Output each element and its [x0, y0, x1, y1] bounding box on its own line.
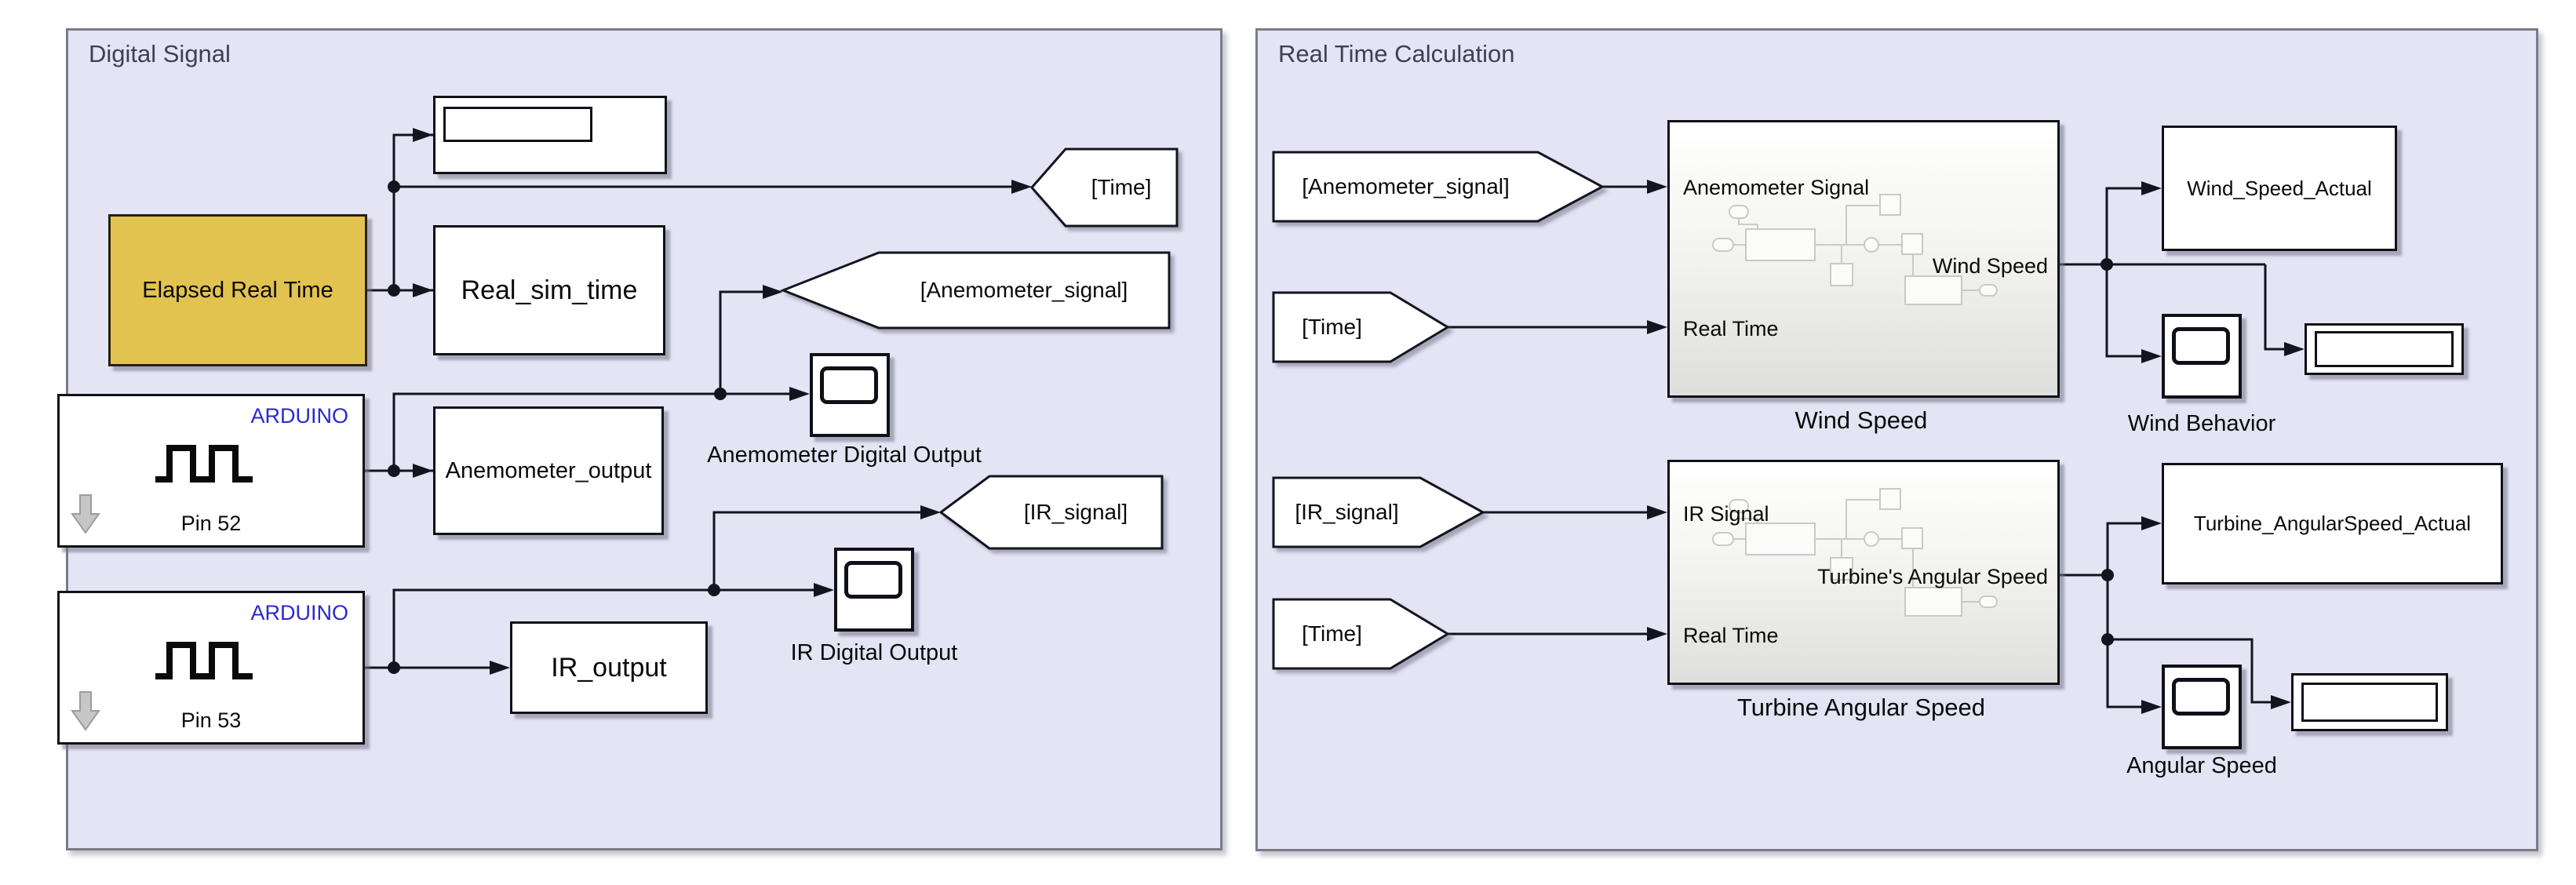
- ir-output-label: IR_output: [551, 652, 667, 683]
- wind-behavior-scope-block[interactable]: [2162, 314, 2242, 399]
- from-tag-anemometer-signal-label: [Anemometer_signal]: [1302, 174, 1510, 198]
- goto-tag-ir-signal-label: [IR_signal]: [1023, 500, 1128, 524]
- arduino-pin53-block[interactable]: ARDUINO Pin 53: [57, 591, 365, 745]
- elapsed-real-time-block[interactable]: Elapsed Real Time: [108, 214, 367, 366]
- ir-scope-block[interactable]: [834, 548, 914, 632]
- turbine-angularspeed-actual-label: Turbine_AngularSpeed_Actual: [2193, 512, 2472, 535]
- wind-speed-subsystem-caption: Wind Speed: [1794, 406, 1928, 434]
- goto-tag-anemometer-signal-label: [Anemometer_signal]: [920, 278, 1128, 302]
- angular-speed-scope-block[interactable]: [2162, 665, 2242, 749]
- goto-tag-time-label: [Time]: [1091, 175, 1152, 199]
- subsystem-preview-thumbnail: [1712, 488, 1998, 617]
- real-sim-time-label: Real_sim_time: [461, 275, 638, 305]
- wind-speed-display-block[interactable]: [2305, 323, 2464, 375]
- turbine-subsystem-outport-angularspeed: Turbine's Angular Speed: [1817, 565, 2048, 588]
- real-sim-time-block[interactable]: Real_sim_time: [433, 225, 665, 355]
- angular-speed-display-block[interactable]: [2291, 673, 2448, 731]
- turbine-subsystem-inport-realtime: Real Time: [1683, 624, 1779, 647]
- from-tag-ir-signal[interactable]: [IR_signal]: [1270, 474, 1488, 551]
- pulse-wave-icon: [155, 642, 253, 679]
- arduino-brand-label: ARDUINO: [250, 601, 348, 625]
- pulse-wave-icon: [155, 445, 253, 483]
- goto-tag-anemometer-signal[interactable]: [Anemometer_signal]: [779, 249, 1173, 332]
- ir-scope-caption: IR Digital Output: [790, 640, 958, 665]
- turbine-angular-speed-subsystem[interactable]: IR Signal Real Time Turbine's Angular Sp…: [1667, 460, 2060, 685]
- from-tag-time-1-label: [Time]: [1302, 315, 1362, 339]
- pin52-label: Pin 52: [180, 512, 242, 535]
- display-value-field: [2315, 331, 2454, 367]
- arduino-brand-label: ARDUINO: [250, 404, 348, 428]
- from-tag-time-1[interactable]: [Time]: [1270, 289, 1452, 366]
- real-time-calculation-title: Real Time Calculation: [1278, 40, 1515, 67]
- goto-tag-time[interactable]: [Time]: [1028, 145, 1182, 230]
- wind-subsystem-inport-realtime: Real Time: [1683, 317, 1779, 341]
- scope-screen-icon: [2172, 678, 2230, 716]
- display-value-field: [2301, 683, 2438, 722]
- turbine-angularspeed-actual-block[interactable]: Turbine_AngularSpeed_Actual: [2162, 463, 2503, 585]
- turbine-subsystem-inport-ir: IR Signal: [1683, 502, 1769, 526]
- wind-speed-actual-block[interactable]: Wind_Speed_Actual: [2162, 126, 2397, 251]
- from-tag-anemometer-signal[interactable]: [Anemometer_signal]: [1270, 148, 1607, 225]
- subsystem-preview-thumbnail: [1712, 194, 1998, 305]
- from-tag-time-2[interactable]: [Time]: [1270, 595, 1452, 672]
- wind-behavior-scope-caption: Wind Behavior: [2127, 411, 2276, 436]
- scope-screen-icon: [844, 561, 902, 599]
- scope-screen-icon: [820, 366, 878, 404]
- wind-subsystem-inport-anemometer: Anemometer Signal: [1683, 176, 1870, 199]
- angular-speed-scope-caption: Angular Speed: [2126, 753, 2277, 778]
- turbine-subsystem-caption: Turbine Angular Speed: [1737, 694, 1985, 721]
- goto-tag-ir-signal[interactable]: [IR_signal]: [937, 472, 1166, 552]
- wind-subsystem-outport-windspeed: Wind Speed: [1932, 254, 2048, 278]
- wind-speed-subsystem[interactable]: Anemometer Signal Real Time Wind Speed: [1667, 120, 2060, 398]
- anemometer-scope-caption: Anemometer Digital Output: [707, 442, 982, 468]
- display-value-field: [443, 107, 592, 142]
- elapsed-real-time-label: Elapsed Real Time: [142, 277, 333, 303]
- download-arrow-icon: [71, 691, 100, 731]
- from-tag-ir-signal-label: [IR_signal]: [1295, 500, 1399, 524]
- arduino-pin52-block[interactable]: ARDUINO Pin 52: [57, 394, 365, 548]
- anemometer-scope-block[interactable]: [810, 353, 890, 437]
- pin53-label: Pin 53: [180, 708, 242, 732]
- ir-output-block[interactable]: IR_output: [510, 621, 708, 714]
- wind-speed-actual-label: Wind_Speed_Actual: [2187, 176, 2372, 200]
- anemometer-output-label: Anemometer_output: [445, 457, 652, 483]
- download-arrow-icon: [71, 494, 100, 534]
- anemometer-output-block[interactable]: Anemometer_output: [433, 406, 664, 535]
- digital-signal-title: Digital Signal: [89, 40, 231, 67]
- sim-time-display-block[interactable]: [433, 96, 667, 174]
- scope-screen-icon: [2172, 327, 2230, 365]
- from-tag-time-2-label: [Time]: [1302, 621, 1362, 646]
